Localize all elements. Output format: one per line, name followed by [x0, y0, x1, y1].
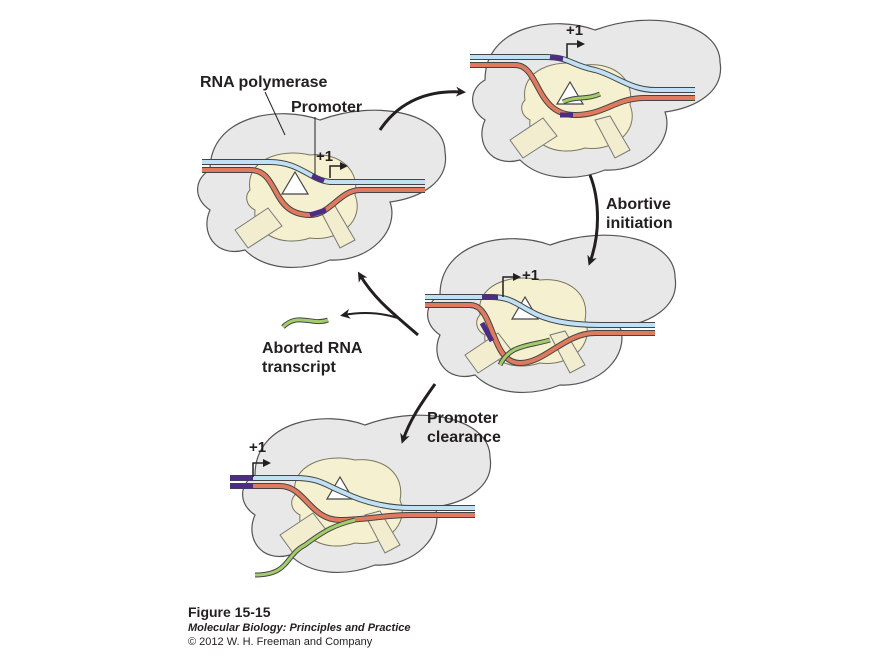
plus-one-label-b: +1 [566, 22, 584, 39]
label-abortive-initiation: Abortive initiation [606, 195, 673, 233]
label-rna-polymerase: RNA polymerase [200, 74, 328, 91]
clearance-line-2: clearance [427, 429, 501, 446]
start-site-arrow-d [252, 459, 271, 477]
abortive-line-2: initiation [606, 215, 673, 232]
figure-caption: Figure 15-15 Molecular Biology: Principl… [188, 604, 411, 649]
book-title: Molecular Biology: Principles and Practi… [188, 622, 411, 634]
arrow-to-open-complex [378, 86, 466, 131]
plus-one-label-a: +1 [316, 148, 334, 165]
label-promoter-clearance: Promoter clearance [427, 409, 501, 447]
plus-one-label-c: +1 [522, 267, 540, 284]
start-site-arrow-a [329, 162, 348, 178]
polymerase-open-complex [470, 19, 722, 179]
aborted-line-1: Aborted RNA [262, 340, 363, 357]
aborted-line-2: transcript [262, 359, 336, 376]
copyright: © 2012 W. H. Freeman and Company [188, 636, 373, 648]
polymerase-abortive-initiation [425, 234, 677, 394]
figure-number: Figure 15-15 [188, 604, 271, 620]
arrow-abortive-initiation [587, 174, 599, 266]
start-site-arrow-c [502, 273, 521, 297]
abortive-line-1: Abortive [606, 196, 671, 213]
plus-one-label-d: +1 [249, 439, 267, 456]
rna-polymerase-leader-line [264, 91, 286, 136]
polymerase-closed-complex [196, 109, 447, 269]
label-promoter: Promoter [291, 99, 363, 116]
start-site-arrow-b [566, 40, 585, 58]
polymerase-promoter-clearance [230, 414, 492, 578]
label-aborted-rna-transcript: Aborted RNA transcript [262, 339, 362, 377]
arrow-promoter-clearance [400, 383, 437, 444]
arrow-aborted-rna-out [340, 308, 399, 319]
clearance-line-1: Promoter [427, 410, 499, 427]
arrow-release-aborted-rna [357, 271, 419, 337]
